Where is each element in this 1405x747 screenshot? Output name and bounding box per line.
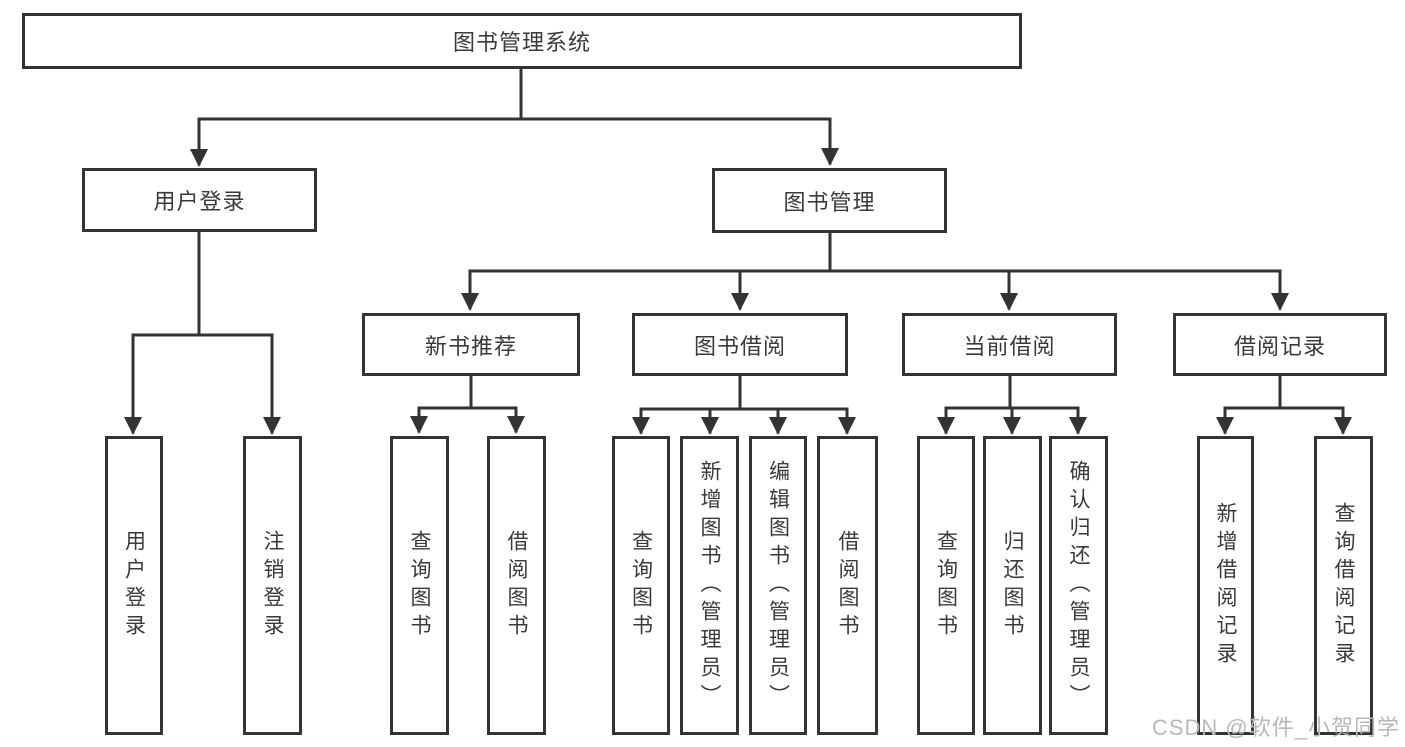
leaf-return-books-label: 归还图书 xyxy=(1001,529,1024,642)
node-current-borrow: 当前借阅 xyxy=(902,313,1117,376)
leaf-logout: 注销登录 xyxy=(243,436,302,735)
leaf-borrow-books-label: 借阅图书 xyxy=(836,529,859,642)
leaf-recommend-query-books: 查询图书 xyxy=(390,436,449,735)
leaf-add-books-admin-label: 新增图书（管理员） xyxy=(698,459,721,712)
node-book-borrow: 图书借阅 xyxy=(632,313,848,376)
leaf-recommend-borrow-books-label: 借阅图书 xyxy=(505,529,528,642)
leaf-return-books: 归还图书 xyxy=(983,436,1042,735)
node-current-borrow-label: 当前借阅 xyxy=(963,333,1056,359)
leaf-borrow-books: 借阅图书 xyxy=(817,436,878,735)
leaf-confirm-return-admin-label: 确认归还（管理员） xyxy=(1067,459,1090,712)
node-book-mgmt: 图书管理 xyxy=(712,168,947,233)
leaf-edit-books-admin: 编辑图书（管理员） xyxy=(749,436,807,735)
leaf-borrow-query-books-label: 查询图书 xyxy=(629,529,653,642)
leaf-current-query-books-label: 查询图书 xyxy=(934,529,958,642)
node-borrow-records: 借阅记录 xyxy=(1173,313,1387,376)
leaf-user-login: 用户登录 xyxy=(105,436,163,735)
leaf-confirm-return-admin: 确认归还（管理员） xyxy=(1049,436,1108,735)
leaf-add-borrow-record: 新增借阅记录 xyxy=(1197,436,1254,735)
node-borrow-records-label: 借阅记录 xyxy=(1233,333,1326,359)
node-book-borrow-label: 图书借阅 xyxy=(693,333,786,359)
node-user-login: 用户登录 xyxy=(82,168,317,232)
leaf-add-books-admin: 新增图书（管理员） xyxy=(680,436,739,735)
leaf-user-login-label: 用户登录 xyxy=(122,529,146,642)
leaf-query-borrow-record: 查询借阅记录 xyxy=(1314,436,1373,735)
node-new-book-recommend: 新书推荐 xyxy=(362,313,580,376)
leaf-current-query-books: 查询图书 xyxy=(917,436,975,735)
leaf-add-borrow-record-label: 新增借阅记录 xyxy=(1214,501,1237,670)
node-new-book-recommend-label: 新书推荐 xyxy=(424,333,517,359)
leaf-edit-books-admin-label: 编辑图书（管理员） xyxy=(766,459,790,712)
leaf-recommend-query-books-label: 查询图书 xyxy=(408,529,431,642)
node-root: 图书管理系统 xyxy=(22,13,1022,69)
leaf-query-borrow-record-label: 查询借阅记录 xyxy=(1332,501,1355,670)
node-book-mgmt-label: 图书管理 xyxy=(783,189,876,215)
node-user-login-label: 用户登录 xyxy=(153,189,246,214)
node-root-label: 图书管理系统 xyxy=(452,30,591,55)
leaf-borrow-query-books: 查询图书 xyxy=(612,436,670,735)
leaf-logout-label: 注销登录 xyxy=(261,529,284,642)
leaf-recommend-borrow-books: 借阅图书 xyxy=(487,436,546,735)
